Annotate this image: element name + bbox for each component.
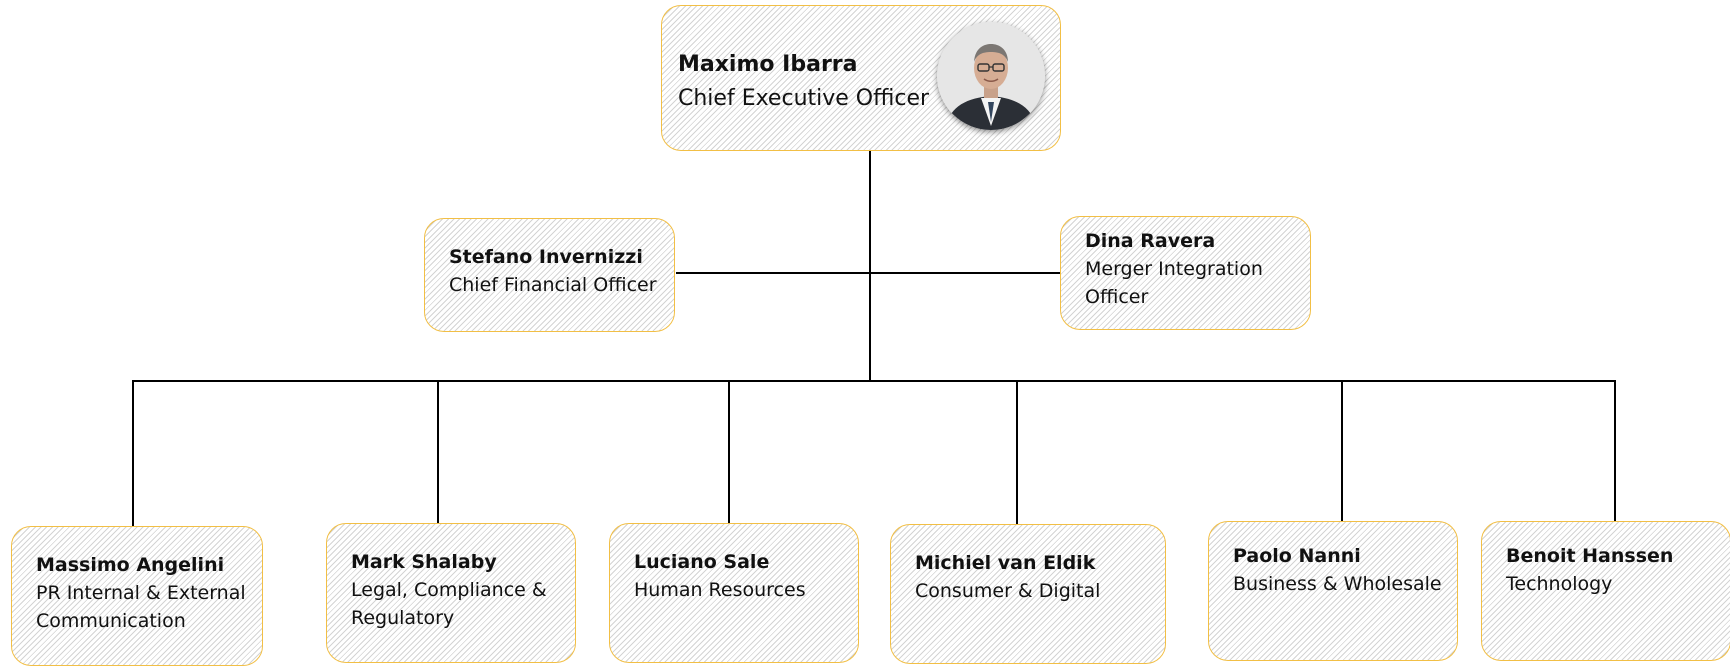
node-role: Chief Financial Officer: [449, 274, 657, 296]
connector-reports-bar: [132, 380, 1616, 382]
connector-drop-3: [728, 380, 730, 523]
node-name: Paolo Nanni: [1233, 545, 1361, 567]
node-text: Stefano Invernizzi Chief Financial Offic…: [449, 243, 666, 299]
portrait-photo: [937, 22, 1045, 130]
connector-drop-6: [1614, 380, 1616, 521]
node-name: Massimo Angelini: [36, 554, 225, 576]
node-name: Maximo Ibarra: [678, 52, 858, 77]
connector-drop-2: [437, 380, 439, 523]
node-role: Chief Executive Officer: [678, 86, 930, 111]
node-report-6: Benoit Hanssen Technology: [1481, 521, 1730, 661]
node-report-3: Luciano Sale Human Resources: [609, 523, 859, 663]
node-report-5: Paolo Nanni Business & Wholesale: [1208, 521, 1458, 661]
node-role: Human Resources: [634, 579, 806, 601]
node-ceo-text: Maximo Ibarra Chief Executive Officer: [678, 48, 929, 116]
node-report-2: Mark Shalaby Legal, Compliance & Regulat…: [326, 523, 576, 663]
node-report-1: Massimo Angelini PR Internal & External …: [11, 526, 263, 666]
node-role: Legal, Compliance & Regulatory: [351, 579, 547, 629]
node-text: Dina Ravera Merger Integration Officer: [1085, 227, 1302, 311]
node-text: Benoit Hanssen Technology: [1506, 542, 1722, 598]
node-staff-1: Stefano Invernizzi Chief Financial Offic…: [424, 218, 675, 332]
node-role: Merger Integration Officer: [1085, 258, 1263, 308]
connector-staff-bar: [676, 272, 1061, 274]
node-name: Luciano Sale: [634, 551, 770, 573]
node-text: Paolo Nanni Business & Wholesale: [1233, 542, 1449, 598]
node-text: Massimo Angelini PR Internal & External …: [36, 551, 254, 635]
node-report-4: Michiel van Eldik Consumer & Digital: [890, 524, 1166, 664]
node-name: Michiel van Eldik: [915, 552, 1096, 574]
connector-drop-4: [1016, 380, 1018, 524]
node-staff-2: Dina Ravera Merger Integration Officer: [1060, 216, 1311, 330]
node-text: Luciano Sale Human Resources: [634, 548, 850, 604]
node-ceo: Maximo Ibarra Chief Executive Officer: [661, 5, 1061, 151]
node-text: Mark Shalaby Legal, Compliance & Regulat…: [351, 548, 567, 632]
node-role: PR Internal & External Communication: [36, 582, 246, 632]
node-name: Benoit Hanssen: [1506, 545, 1674, 567]
node-name: Mark Shalaby: [351, 551, 497, 573]
portrait-image: [937, 22, 1045, 130]
connector-drop-5: [1341, 380, 1343, 521]
node-name: Dina Ravera: [1085, 230, 1216, 252]
node-role: Technology: [1506, 573, 1613, 595]
node-role: Business & Wholesale: [1233, 573, 1442, 595]
connector-drop-1: [132, 380, 134, 526]
node-text: Michiel van Eldik Consumer & Digital: [915, 549, 1157, 605]
node-name: Stefano Invernizzi: [449, 246, 643, 268]
connector-ceo-trunk: [869, 150, 871, 382]
node-role: Consumer & Digital: [915, 580, 1101, 602]
